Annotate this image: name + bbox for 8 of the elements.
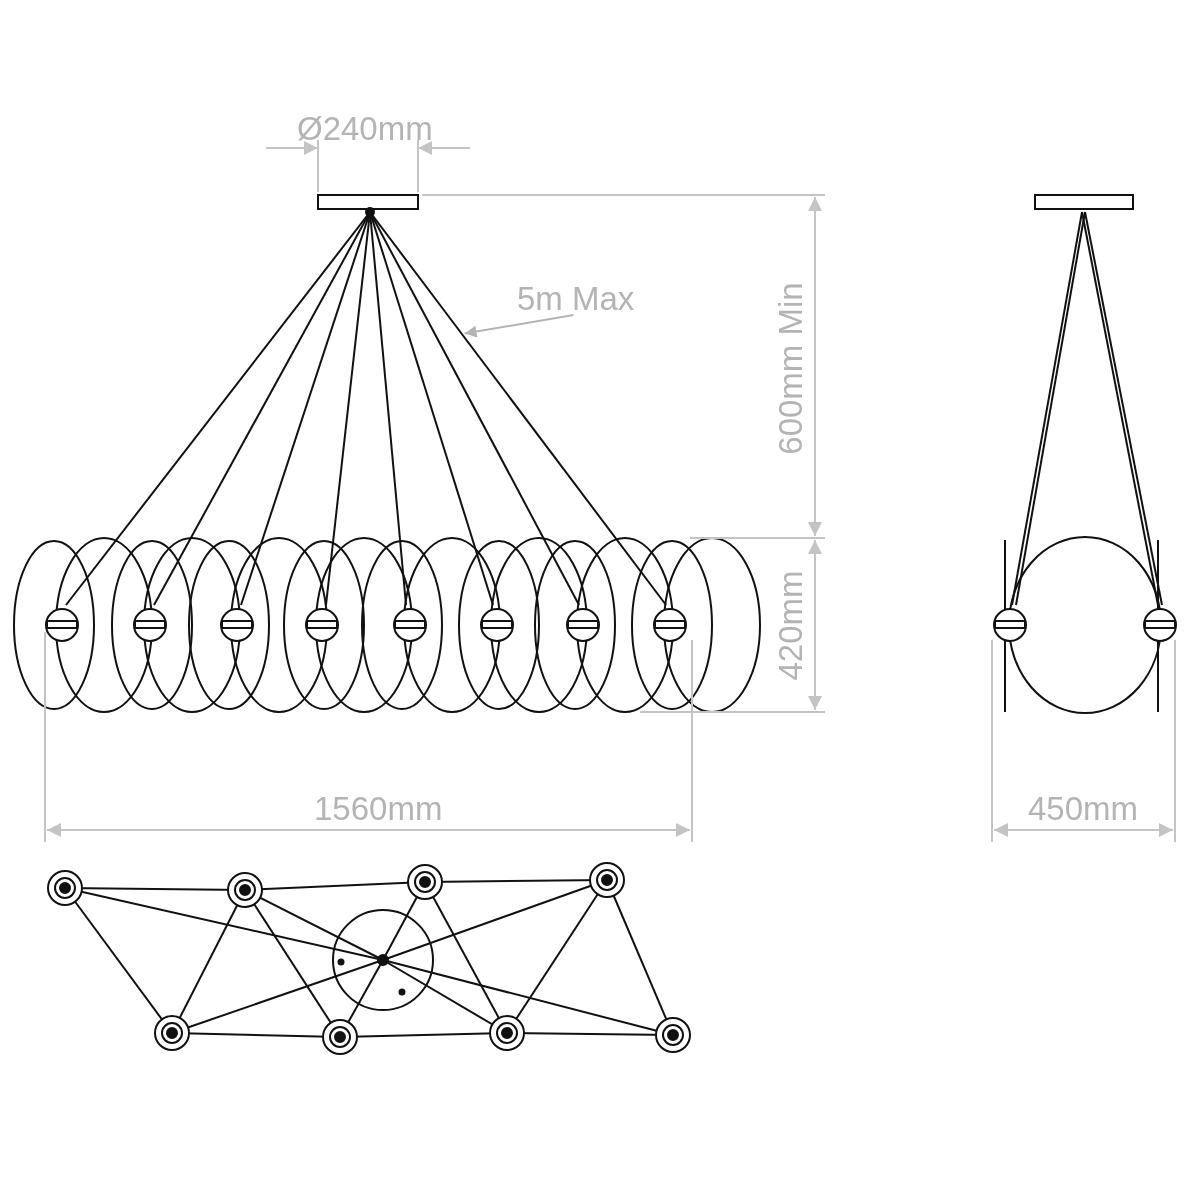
callout-label: 5m Max: [517, 282, 635, 315]
dimension-label: Ø240mm: [297, 111, 433, 145]
dimension-label: 1560mm: [314, 791, 443, 825]
leader-line: [463, 314, 575, 338]
dimension-label: 450mm: [1028, 791, 1139, 825]
cable: [444, 311, 667, 606]
dimension-label: 600mm Min: [773, 281, 807, 455]
dimension-label: 420mm: [773, 570, 807, 680]
